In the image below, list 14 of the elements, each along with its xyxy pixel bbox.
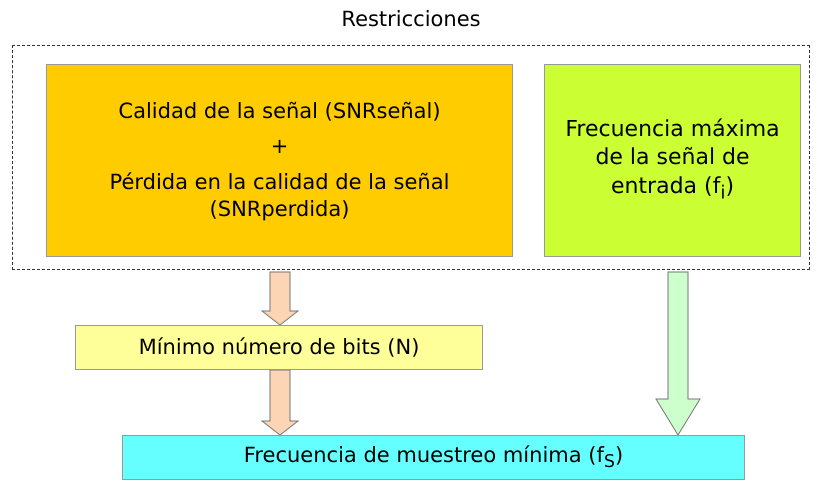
bits-box xyxy=(75,325,483,370)
box-text: Frecuencia de muestreo mínima (f$_{S}$) xyxy=(244,442,624,474)
block-arrow xyxy=(260,370,300,436)
frequency-box xyxy=(544,64,801,257)
block-arrow xyxy=(260,272,300,326)
block-arrow xyxy=(655,272,701,436)
box-text: + xyxy=(270,133,288,160)
box-text: Calidad de la señal (SNRseñal) xyxy=(118,98,441,125)
box-text: Mínimo número de bits (N) xyxy=(138,334,420,361)
frame-heading: Restricciones xyxy=(340,6,482,33)
box-text: Frecuencia máxima de la señal de entrada (f$_{i}$) xyxy=(564,116,781,206)
sampling-box xyxy=(122,435,745,480)
box-text: Pérdida en la calidad de la señal (SNRperdida) xyxy=(108,168,450,223)
quality-box xyxy=(46,64,513,257)
